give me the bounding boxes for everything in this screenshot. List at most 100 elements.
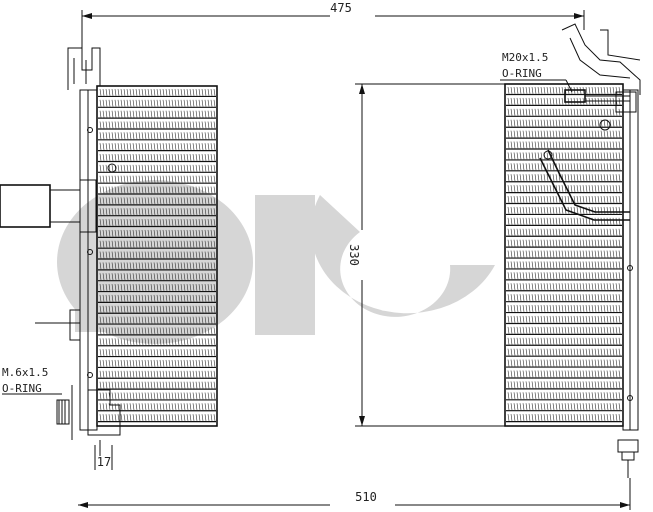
fin-mark <box>168 294 171 302</box>
fin-mark <box>522 185 525 193</box>
fin-mark <box>543 86 546 94</box>
fin-mark <box>162 327 165 335</box>
fin-mark <box>141 110 144 118</box>
fin-mark <box>597 272 600 280</box>
fin-mark <box>594 294 597 302</box>
fin-mark <box>192 219 195 226</box>
fin-mark <box>528 359 531 367</box>
fin-mark <box>606 294 609 302</box>
fin-mark <box>573 315 576 323</box>
fin-mark <box>105 294 108 302</box>
fin-mark <box>528 119 531 127</box>
fin-mark <box>153 370 156 378</box>
fin-mark <box>129 251 132 259</box>
fin-mark <box>510 185 513 193</box>
fin-mark <box>582 370 585 378</box>
fin-mark <box>171 175 174 183</box>
fin-mark <box>129 219 132 226</box>
fin-mark <box>567 130 570 138</box>
fin-mark <box>147 414 150 422</box>
fin-mark <box>606 315 609 323</box>
fin-mark <box>567 272 570 280</box>
fin-mark <box>537 206 540 214</box>
fin-mark <box>564 250 567 258</box>
fin-mark <box>156 240 159 248</box>
fin-mark <box>198 121 201 129</box>
fin-mark <box>507 315 510 323</box>
fin-mark <box>531 206 534 214</box>
fin-mark <box>183 251 186 259</box>
fin-mark <box>186 153 189 161</box>
fin-mark <box>525 206 528 214</box>
fin-mark <box>519 250 522 258</box>
fin-mark <box>528 217 531 225</box>
fin-mark <box>213 186 216 194</box>
fin-mark <box>198 208 201 216</box>
fin-mark <box>612 403 615 411</box>
fin-mark <box>207 197 210 205</box>
fin-mark <box>591 403 594 411</box>
fin-mark <box>174 414 177 422</box>
fin-mark <box>135 251 138 259</box>
fin-mark <box>174 186 177 194</box>
fin-mark <box>153 262 156 270</box>
fin-mark <box>522 337 525 345</box>
fin-mark <box>609 348 612 356</box>
fin-mark <box>102 262 105 270</box>
fin-mark <box>600 86 603 94</box>
fin-mark <box>207 186 210 194</box>
fin-mark <box>516 359 519 367</box>
fin-mark <box>213 392 216 400</box>
fin-mark <box>129 338 132 346</box>
fin-mark <box>132 88 135 96</box>
fin-mark <box>564 305 567 312</box>
fin-mark <box>189 403 192 411</box>
fin-mark <box>522 283 525 291</box>
fin-mark <box>195 121 198 129</box>
fin-mark <box>123 251 126 259</box>
fin-mark <box>582 392 585 400</box>
fin-mark <box>552 97 555 105</box>
fin-mark <box>555 228 558 236</box>
fin-mark <box>546 261 549 269</box>
fin-mark <box>579 261 582 269</box>
fin-mark <box>576 403 579 411</box>
fin-mark <box>111 121 114 129</box>
fin-mark <box>522 163 525 171</box>
fin-mark <box>576 294 579 302</box>
fin-mark <box>150 208 153 216</box>
fin-mark <box>183 294 186 302</box>
fin-mark <box>585 359 588 367</box>
fin-mark <box>558 108 561 116</box>
fin-mark <box>183 392 186 400</box>
fin-mark <box>180 284 183 291</box>
fin-mark <box>207 370 210 378</box>
fin-mark <box>156 273 159 281</box>
fin-mark <box>174 153 177 161</box>
fin-mark <box>150 153 153 161</box>
fin-mark <box>561 414 564 421</box>
fin-mark <box>153 392 156 400</box>
fin-mark <box>510 261 513 269</box>
fin-mark <box>618 228 621 236</box>
fin-mark <box>174 132 177 140</box>
fin-mark <box>126 164 129 172</box>
fin-mark <box>519 228 522 236</box>
fin-mark <box>114 327 117 335</box>
fin-mark <box>150 338 153 346</box>
fin-mark <box>591 348 594 356</box>
fin-mark <box>546 228 549 236</box>
fin-mark <box>606 250 609 258</box>
fin-mark <box>165 392 168 400</box>
fin-mark <box>513 261 516 269</box>
fin-mark <box>204 327 207 335</box>
fin-mark <box>168 262 171 270</box>
fin-mark <box>582 261 585 269</box>
fin-mark <box>597 381 600 389</box>
fin-mark <box>159 414 162 422</box>
fin-mark <box>204 284 207 291</box>
fin-mark <box>111 240 114 248</box>
fin-mark <box>522 348 525 356</box>
fin-mark <box>606 283 609 291</box>
fin-mark <box>141 143 144 151</box>
